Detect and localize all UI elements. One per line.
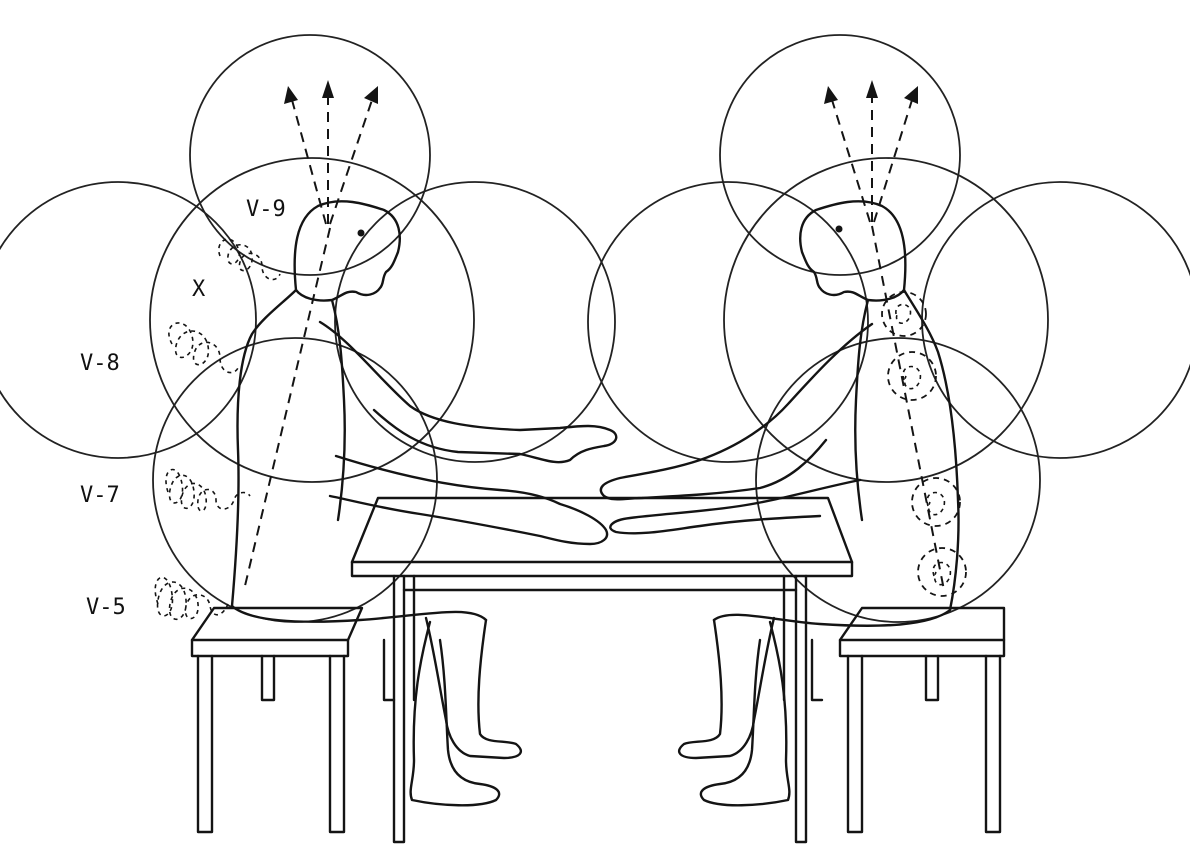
right-front-circle xyxy=(588,182,868,462)
left-chair-seat xyxy=(192,608,362,640)
left-spirals xyxy=(155,239,280,619)
right-lower-circle xyxy=(756,338,1040,622)
right-energy-circles xyxy=(588,35,1190,622)
right-head-arrows xyxy=(824,80,918,222)
table xyxy=(352,498,852,842)
right-person-axis xyxy=(872,226,944,590)
right-back-circle-outer xyxy=(922,182,1190,458)
left-energy-circles xyxy=(0,35,615,622)
left-person-axis xyxy=(244,228,330,590)
right-chakra-3-coil xyxy=(927,493,944,515)
label-v7: V-7 xyxy=(80,483,120,508)
right-person-thigh xyxy=(714,610,950,626)
left-chair xyxy=(192,608,394,832)
left-chair-leg-3 xyxy=(262,656,274,700)
label-v8: V-8 xyxy=(80,351,120,376)
right-chakra-4 xyxy=(918,548,966,596)
left-arrowhead-2 xyxy=(322,80,334,98)
left-spiral-v8 xyxy=(169,323,238,373)
labels: V-9 X V-8 V-7 V-5 xyxy=(80,197,286,620)
right-person-back-leg xyxy=(701,622,790,805)
right-chair-seat-front xyxy=(840,640,1004,656)
left-chair-leg-1 xyxy=(198,656,212,832)
label-v9: V-9 xyxy=(246,197,286,222)
left-chair-seat-front xyxy=(192,640,348,656)
left-person xyxy=(232,201,616,805)
label-x: X xyxy=(192,277,206,302)
left-person-eye xyxy=(358,230,365,237)
right-torso-circle xyxy=(724,158,1048,482)
right-chakra-3 xyxy=(912,478,960,526)
right-person-head xyxy=(800,201,905,300)
right-chair-leg-2 xyxy=(986,656,1000,832)
right-chakra-2 xyxy=(888,352,936,400)
right-chair-seat xyxy=(840,608,1004,640)
right-person-lower-arm xyxy=(610,480,860,533)
right-chakra-2-coil xyxy=(903,367,920,389)
left-person-back-leg xyxy=(411,622,500,805)
right-chair-leg-1 xyxy=(848,656,862,832)
left-arrowhead-1 xyxy=(284,86,298,104)
right-arrowhead-2 xyxy=(866,80,878,98)
right-chair-leg-4 xyxy=(812,640,822,700)
right-person-eye xyxy=(836,226,843,233)
right-chakra-1-coil xyxy=(896,304,911,323)
left-arrowhead-3 xyxy=(364,86,378,104)
left-front-circle xyxy=(335,182,615,462)
right-arrowhead-1 xyxy=(824,86,838,104)
table-top xyxy=(352,562,852,576)
label-v5: V-5 xyxy=(86,595,126,620)
left-chair-leg-2 xyxy=(330,656,344,832)
left-torso-circle xyxy=(150,158,474,482)
left-person-upper-arm xyxy=(320,322,616,462)
right-chair-leg-3 xyxy=(926,656,938,700)
right-chair xyxy=(812,608,1004,832)
left-chair-leg-4 xyxy=(384,640,394,700)
table-leg-front-right xyxy=(796,576,806,842)
left-arrow-1 xyxy=(292,100,326,224)
right-arrow-3 xyxy=(874,100,912,222)
left-back-circle-outer xyxy=(0,182,256,458)
left-person-lower-arm xyxy=(330,456,607,544)
